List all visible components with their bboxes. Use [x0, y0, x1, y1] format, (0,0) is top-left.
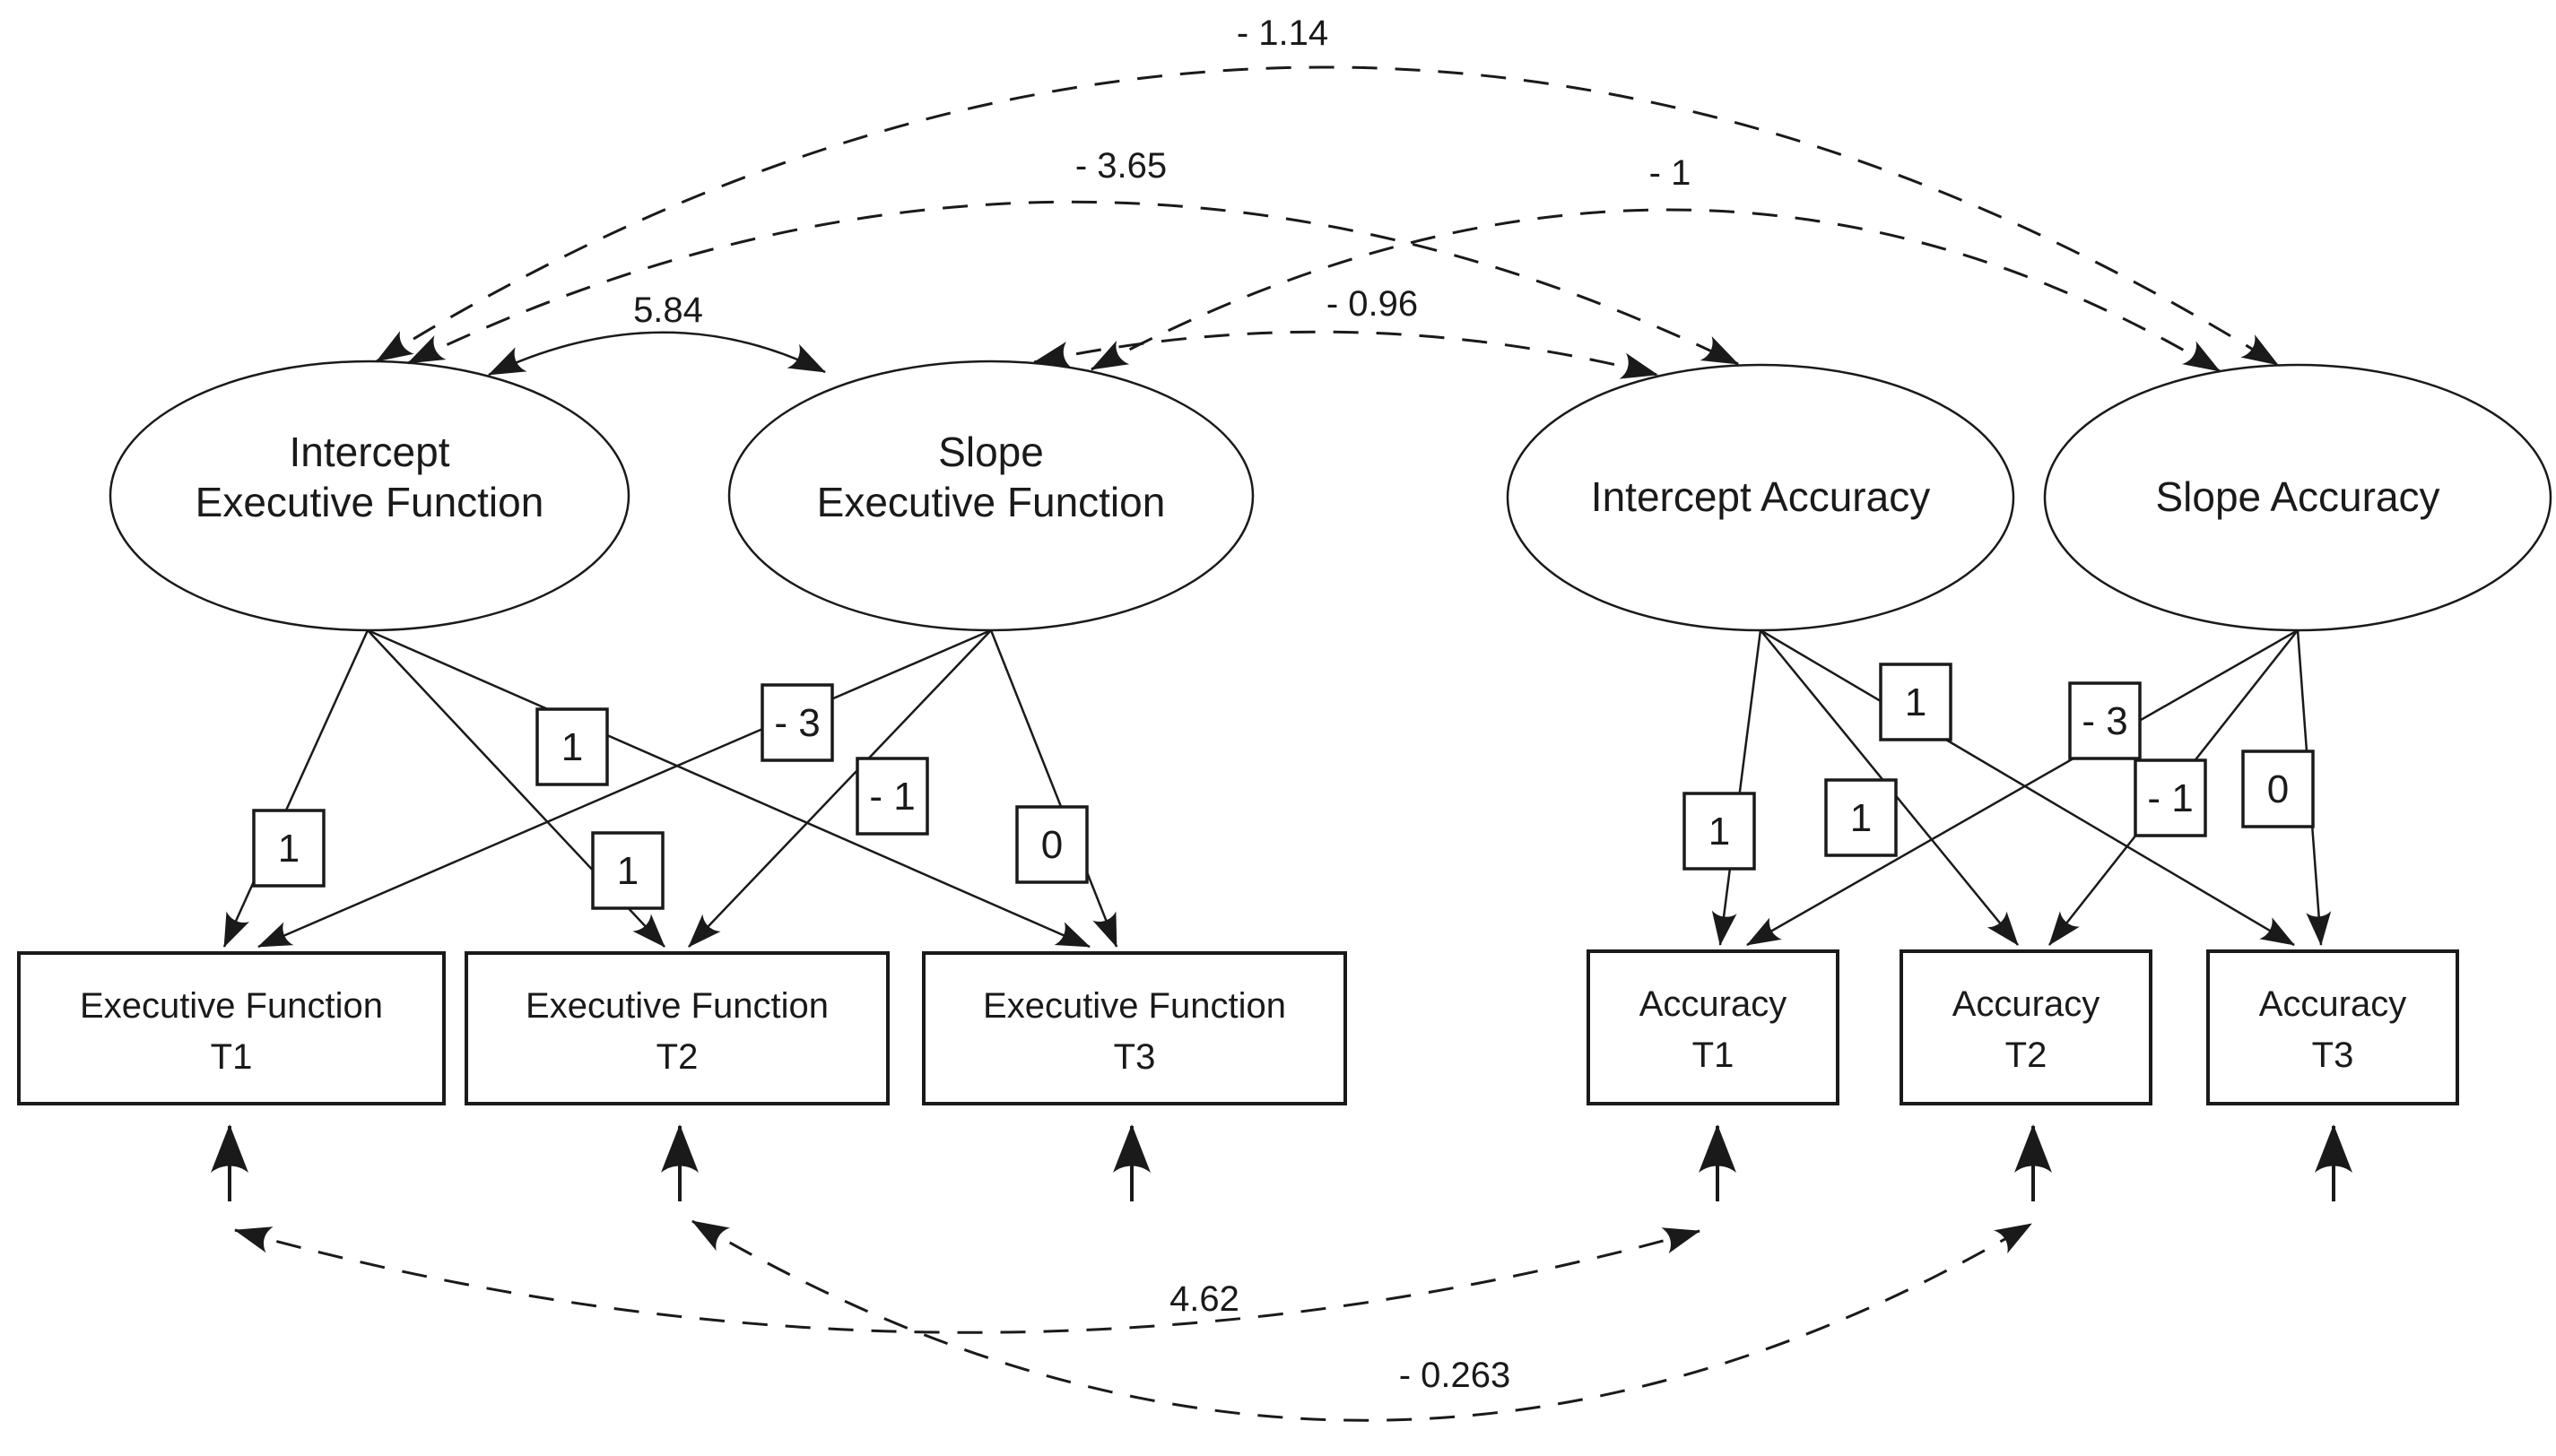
observed-ef-t3-label-line2: T3: [1114, 1037, 1156, 1077]
latent-intercept-accuracy-label: Intercept Accuracy: [1591, 473, 1930, 520]
observed-ef-t1-rect: [17, 951, 446, 1105]
observed-ef-t2-rect: [465, 951, 890, 1105]
loading-value-box: [1824, 778, 1898, 857]
loading-value: 0: [2267, 767, 2289, 811]
observed-accuracy-t3-label-line2: T3: [2312, 1036, 2354, 1075]
residual-covariance-arrows: 4.62 - 0.263: [234, 1219, 2032, 1422]
loading-value-box: [761, 683, 834, 762]
observed-ef-t1-label-line2: T1: [211, 1037, 253, 1077]
covariance-value-ef-t1-accuracy-t1: 4.62: [1169, 1279, 1239, 1319]
loading-value-box: [535, 707, 609, 786]
observed-accuracy-t1-rect: [1587, 949, 1839, 1105]
covariance-arrow-ef-t1-accuracy-t1: [234, 1226, 1700, 1334]
latent-covariance-arrows: 5.84 - 3.65 - 1.14 - 0.96 - 1: [376, 13, 2279, 379]
loading-arrow-slope-ef-to-ef-t3: [989, 629, 1118, 948]
loading-arrow-slope-ef-to-ef-t1: [257, 628, 992, 949]
covariance-value-intercept-ef-slope-ef: 5.84: [633, 290, 703, 330]
loading-value: 0: [1041, 823, 1063, 867]
observed-accuracy-t2-label-line2: T2: [2005, 1036, 2047, 1075]
covariance-arrow-intercept-ef-slope-accuracy: [376, 65, 2279, 367]
observed-accuracy-t3-rect: [2206, 949, 2459, 1105]
observed-nodes: Executive Function T1 Executive Function…: [17, 949, 2459, 1105]
loading-value: 1: [617, 849, 639, 893]
loading-arrow-intercept-accuracy-to-accuracy-t3: [1760, 628, 2295, 947]
loading-arrow-slope-ef-to-ef-t2: [688, 629, 992, 948]
covariance-value-ef-t2-accuracy-t2: - 0.263: [1399, 1356, 1511, 1395]
latent-intercept-ef-label-line1: Intercept: [290, 429, 450, 475]
observed-ef-t2-label-line1: Executive Function: [526, 986, 829, 1026]
covariance-arrow-slope-ef-slope-accuracy: [1091, 208, 2221, 373]
observed-ef-t1-label-line1: Executive Function: [80, 986, 383, 1026]
covariance-value-intercept-ef-slope-accuracy: - 1.14: [1237, 13, 1328, 53]
loading-value: - 1: [869, 775, 915, 819]
loading-value-box: [2068, 681, 2142, 760]
loading-value-box: [252, 809, 326, 888]
loading-value: 1: [1708, 810, 1730, 854]
loading-value-box: [1682, 792, 1756, 871]
loading-value-box: [591, 831, 665, 910]
latent-slope-accuracy-label: Slope Accuracy: [2155, 473, 2439, 520]
loading-value: - 3: [2082, 699, 2127, 743]
covariance-arrow-intercept-ef-slope-ef: [488, 331, 826, 377]
covariance-arrow-slope-ef-intercept-accuracy: [1033, 330, 1658, 379]
observed-ef-t2-label-line2: T2: [656, 1037, 699, 1077]
loading-arrow-slope-accuracy-to-accuracy-t1: [1746, 628, 2299, 947]
latent-slope-ef-label-line2: Executive Function: [817, 479, 1166, 525]
observed-ef-t3-rect: [922, 951, 1347, 1105]
observed-accuracy-t3-label-line1: Accuracy: [2259, 984, 2407, 1024]
loading-value-box: [2134, 758, 2207, 837]
loading-arrow-intercept-accuracy-to-accuracy-t1: [1711, 629, 1762, 946]
loading-arrow-intercept-ef-to-ef-t1: [222, 629, 369, 948]
loading-value-box: [1879, 663, 1952, 741]
loading-value-box: [2241, 750, 2315, 828]
covariance-value-slope-ef-slope-accuracy: - 1: [1649, 153, 1691, 193]
loading-value-boxes: 1 1 1 - 3 - 1 0 1 1 1 - 3 - 1 0: [252, 663, 2315, 910]
loading-arrows: [222, 628, 2332, 949]
observed-accuracy-t2-rect: [1900, 949, 2152, 1105]
loading-value: - 3: [774, 701, 820, 745]
residual-arrows: [211, 1124, 2352, 1201]
loading-value-box: [856, 757, 929, 836]
observed-ef-t3-label-line1: Executive Function: [983, 986, 1286, 1026]
latent-nodes: Intercept Executive Function Slope Execu…: [109, 360, 2552, 632]
loading-value: 1: [1850, 796, 1872, 840]
latent-slope-ef-label-line1: Slope: [938, 429, 1044, 475]
loading-value: 1: [561, 725, 583, 769]
loading-value-box: [1015, 805, 1089, 884]
observed-accuracy-t1-label-line2: T1: [1692, 1036, 1734, 1075]
observed-accuracy-t1-label-line1: Accuracy: [1639, 984, 1787, 1024]
covariance-value-intercept-ef-intercept-accuracy: - 3.65: [1075, 146, 1167, 186]
covariance-arrow-intercept-ef-intercept-accuracy: [407, 200, 1739, 366]
observed-accuracy-t2-label-line1: Accuracy: [1952, 984, 2100, 1024]
loading-value: 1: [278, 827, 300, 871]
latent-intercept-ef-label-line2: Executive Function: [196, 479, 544, 525]
loading-arrow-intercept-ef-to-ef-t3: [367, 628, 1091, 949]
loading-value: - 1: [2147, 776, 2193, 820]
loading-value: 1: [1905, 680, 1926, 724]
covariance-arrow-ef-t2-accuracy-t2: [691, 1219, 2032, 1422]
covariance-value-slope-ef-intercept-accuracy: - 0.96: [1326, 284, 1418, 324]
